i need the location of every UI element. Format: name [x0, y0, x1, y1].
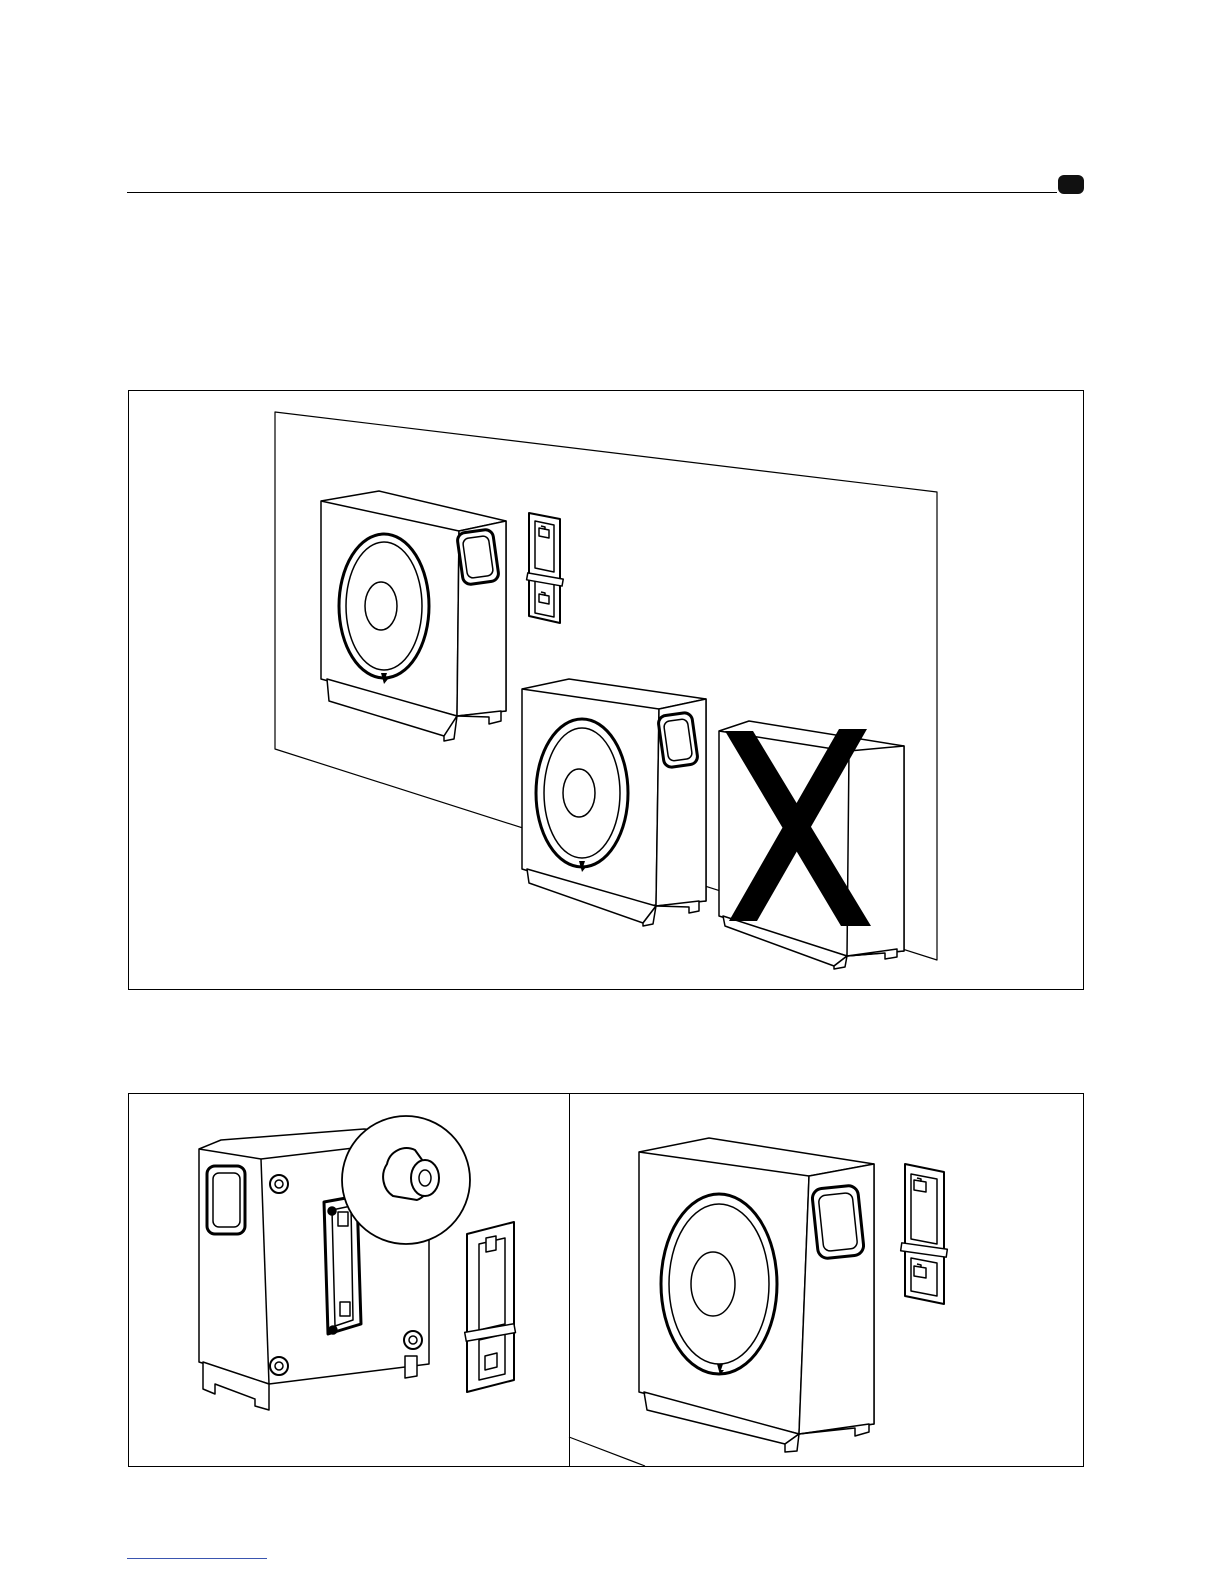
subwoofer-icon — [321, 491, 506, 741]
subwoofer-icon — [639, 1138, 874, 1452]
wall-bracket-icon — [901, 1164, 948, 1304]
subwoofer-icon — [522, 679, 706, 926]
panel-divider — [569, 1094, 570, 1466]
wall-plane — [569, 1437, 645, 1466]
figure-placement — [128, 390, 1084, 990]
footer-rule — [127, 1558, 267, 1559]
figure-mounting — [128, 1093, 1084, 1467]
wall-bracket-icon — [527, 513, 564, 623]
placement-illustration — [129, 391, 1085, 991]
page-tab-marker — [1058, 175, 1084, 194]
header-rule — [127, 192, 1057, 193]
magnifier-detail-icon — [342, 1116, 470, 1244]
mounting-illustration — [129, 1094, 1085, 1468]
wall-bracket-icon — [465, 1222, 516, 1392]
